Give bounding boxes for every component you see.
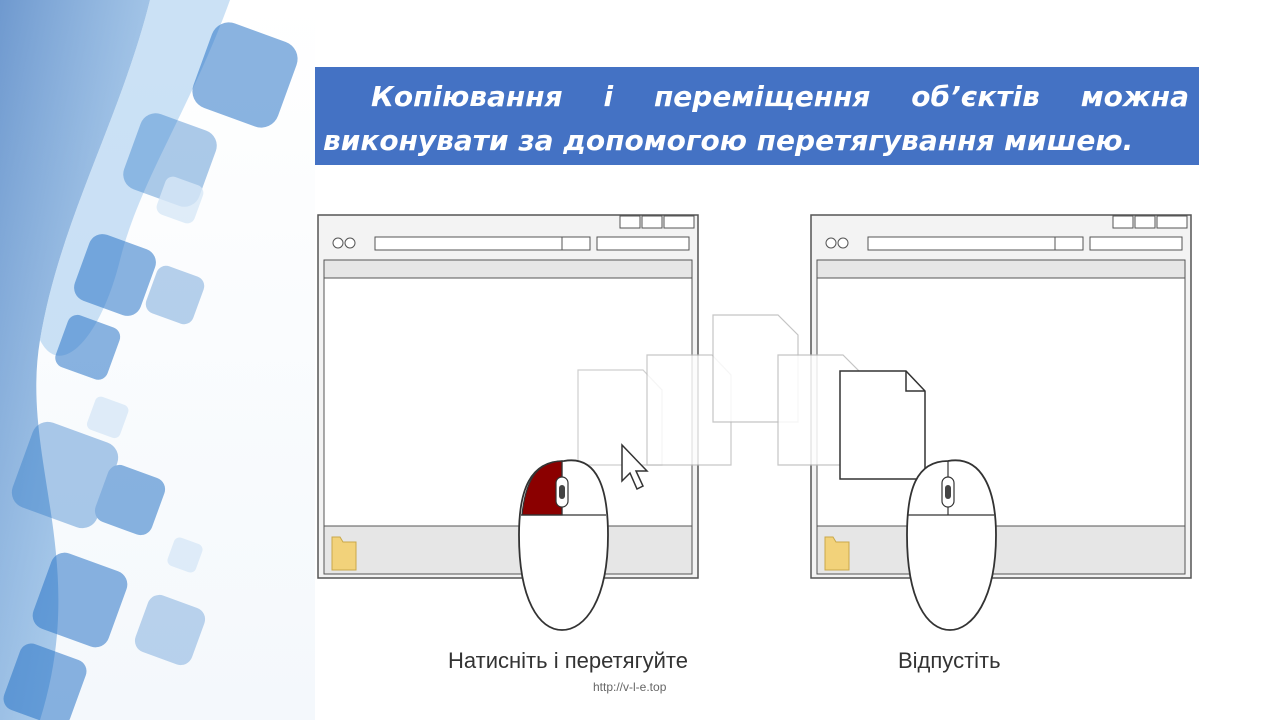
cursor-arrow-icon	[621, 443, 649, 491]
drag-drop-illustration	[310, 205, 1210, 649]
source-window	[317, 214, 699, 579]
decorative-pattern	[0, 0, 298, 720]
source-url: http://v-l-e.top	[593, 680, 667, 694]
decorative-side-panel	[0, 0, 315, 720]
mouse-icon-pressed	[518, 459, 609, 631]
target-window	[810, 214, 1192, 579]
mouse-icon-released	[906, 459, 997, 631]
folder-icon	[824, 536, 850, 571]
caption-release: Відпустіть	[898, 648, 1001, 673]
caption-press-and-drag: Натисніть і перетягуйте	[448, 648, 688, 673]
slide-title: Копіювання і переміщення об’єктів можна …	[315, 67, 1199, 165]
document-icon	[839, 370, 926, 480]
folder-icon	[331, 536, 357, 571]
